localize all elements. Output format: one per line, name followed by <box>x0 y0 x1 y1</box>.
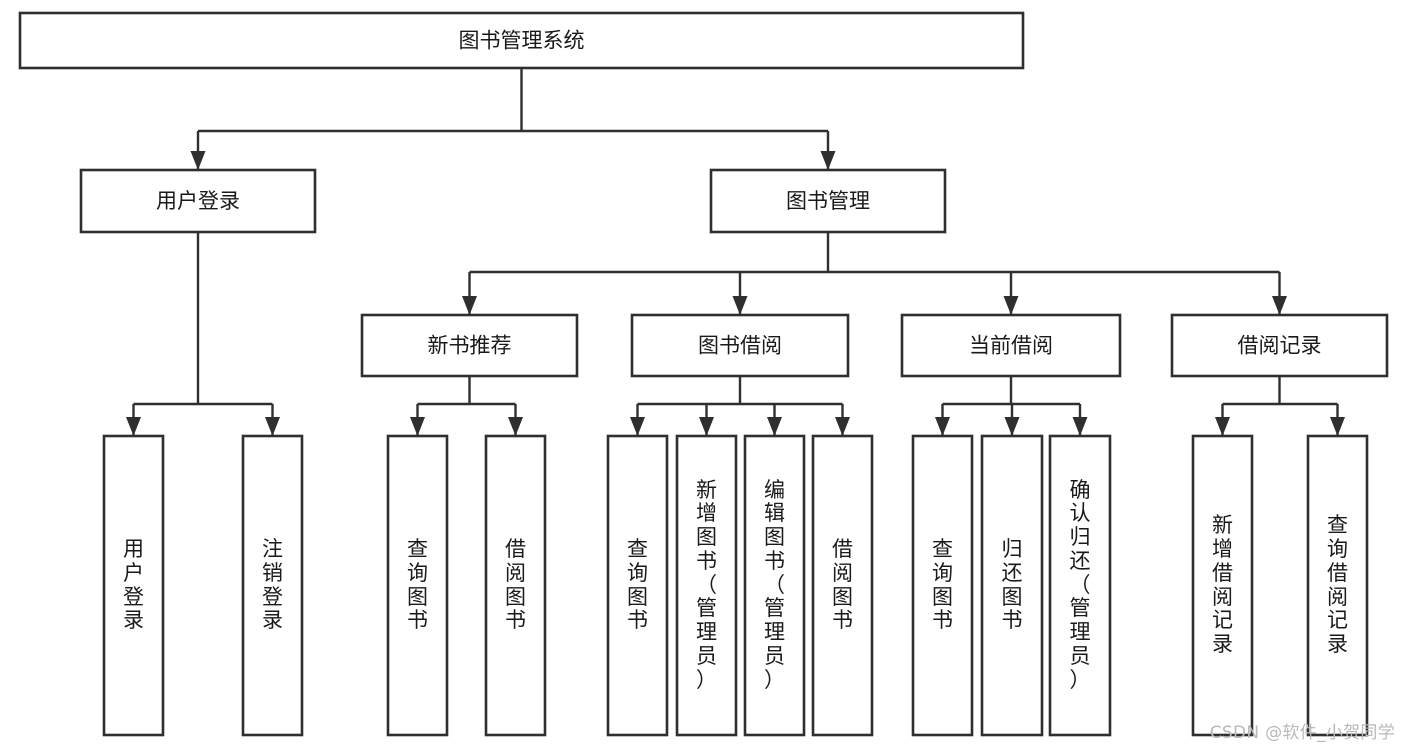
boxes-layer <box>18 11 1389 737</box>
edge-arrow-icon <box>126 417 141 436</box>
node-box-leaf-logout[interactable] <box>241 434 304 737</box>
node-box-l2-new-book-rec[interactable] <box>360 313 579 378</box>
edge-arrow-icon <box>410 417 425 436</box>
edge-arrow-icon <box>1072 417 1088 436</box>
node-box-l2-current-borrow[interactable] <box>900 313 1122 378</box>
node-label-root: 图书管理系统 <box>459 29 585 53</box>
node-label-l1-book-manage: 图书管理 <box>786 189 870 213</box>
node-label-l1-user-login: 用户登录 <box>156 189 240 213</box>
node-box-l1-book-manage[interactable] <box>709 168 947 234</box>
node-box-leaf-edit-book[interactable] <box>743 434 806 737</box>
node-label-l2-book-borrow: 图书借阅 <box>698 334 782 358</box>
node-box-leaf-borrow-book-rec[interactable] <box>484 434 547 737</box>
edge-arrow-icon <box>190 151 206 170</box>
edge-arrow-icon <box>462 296 477 315</box>
node-label-l2-current-borrow: 当前借阅 <box>969 334 1053 358</box>
edge-arrow-icon <box>1003 296 1019 315</box>
node-label-l2-new-book-rec: 新书推荐 <box>428 334 512 358</box>
node-box-leaf-query-book-current[interactable] <box>911 434 974 737</box>
edges-layer <box>126 68 1345 436</box>
node-box-l2-book-borrow[interactable] <box>630 313 850 378</box>
edge-arrow-icon <box>699 417 714 436</box>
edge-arrow-icon <box>835 417 850 436</box>
node-box-leaf-user-login[interactable] <box>102 434 165 737</box>
node-box-leaf-borrow-book[interactable] <box>811 434 874 737</box>
edge-arrow-icon <box>935 417 950 436</box>
edge-arrow-icon <box>508 417 523 436</box>
node-box-leaf-add-borrow-record[interactable] <box>1191 434 1254 737</box>
node-box-leaf-return-book[interactable] <box>980 434 1044 737</box>
edge-arrow-icon <box>820 151 836 170</box>
node-box-root[interactable] <box>18 11 1025 70</box>
csdn-watermark: CSDN @软件_小贺同学 <box>1209 723 1395 743</box>
edge-arrow-icon <box>1272 296 1287 315</box>
edge-arrow-icon <box>630 417 645 436</box>
node-box-leaf-confirm-return[interactable] <box>1048 434 1112 737</box>
edge-arrow-icon <box>265 417 280 436</box>
node-box-l2-borrow-record[interactable] <box>1170 313 1389 378</box>
edge-arrow-icon <box>1330 417 1345 436</box>
node-label-l2-borrow-record: 借阅记录 <box>1238 334 1322 358</box>
edge-arrow-icon <box>1215 417 1230 436</box>
edge-arrow-icon <box>732 296 748 315</box>
node-box-leaf-query-book-borrow[interactable] <box>606 434 669 737</box>
edge-arrow-icon <box>767 417 782 436</box>
node-box-leaf-query-book-rec[interactable] <box>386 434 449 737</box>
node-box-leaf-add-book[interactable] <box>675 434 738 737</box>
node-box-l1-user-login[interactable] <box>79 168 317 234</box>
edge-arrow-icon <box>1004 417 1020 436</box>
node-box-leaf-query-borrow-record[interactable] <box>1306 434 1369 737</box>
